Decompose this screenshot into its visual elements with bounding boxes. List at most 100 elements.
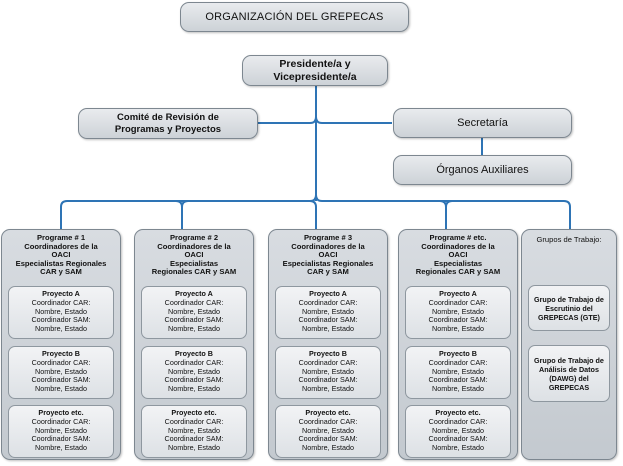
group-line: Grupo de Trabajo de xyxy=(534,294,604,304)
project-card: Proyecto etc.Coordinador CAR:Nombre, Est… xyxy=(8,405,114,458)
project-detail: Coordinador SAM: xyxy=(31,315,91,325)
project-detail: Nombre, Estado xyxy=(168,366,220,376)
project-detail: Coordinador SAM: xyxy=(164,434,224,444)
secretariat-label: Secretaría xyxy=(457,117,508,129)
project-detail: Coordinador SAM: xyxy=(298,315,358,325)
president-box: Presidente/a y Vicepresidente/a xyxy=(242,55,388,86)
project-detail: Nombre, Estado xyxy=(432,306,484,316)
project-detail: Nombre, Estado xyxy=(302,306,354,316)
project-detail: Nombre, Estado xyxy=(302,384,354,394)
project-detail: Coordinador CAR: xyxy=(298,416,358,426)
group-line: (DAWG) del xyxy=(549,373,589,383)
program-heading-line: Coordinadores de la xyxy=(421,241,495,251)
project-detail: Coordinador CAR: xyxy=(298,297,358,307)
program-heading-line: Especialistas xyxy=(433,258,483,268)
project-detail: Coordinador CAR: xyxy=(31,297,91,307)
project-title: Proyecto B xyxy=(309,349,347,358)
project-title: Proyecto A xyxy=(309,289,347,298)
program-heading-line: Coordinadores de la xyxy=(24,241,98,251)
project-title: Proyecto A xyxy=(175,289,213,298)
project-detail: Nombre, Estado xyxy=(432,384,484,394)
project-card: Proyecto etc.Coordinador CAR:Nombre, Est… xyxy=(275,405,381,458)
project-detail: Coordinador CAR: xyxy=(428,357,488,367)
program-heading-line: Programe # 1 xyxy=(36,233,86,242)
project-card: Proyecto etc.Coordinador CAR:Nombre, Est… xyxy=(141,405,247,458)
program-heading-line: CAR y SAM xyxy=(307,267,349,276)
secretariat-box: Secretaría xyxy=(393,108,572,138)
project-detail: Coordinador SAM: xyxy=(164,375,224,385)
working-groups-heading: Grupos de Trabajo: xyxy=(536,235,602,244)
project-detail: Nombre, Estado xyxy=(432,324,484,334)
working-group-dawg: Grupo de Trabajo de Análisis de Datos (D… xyxy=(528,345,610,402)
bus-left xyxy=(60,194,317,229)
page-title: ORGANIZACIÓN DEL GREPECAS xyxy=(205,11,384,23)
project-detail: Coordinador CAR: xyxy=(428,297,488,307)
project-detail: Nombre, Estado xyxy=(168,306,220,316)
project-title: Proyecto etc. xyxy=(305,408,351,417)
project-detail: Coordinador CAR: xyxy=(164,357,224,367)
program-heading-line: OACI xyxy=(184,250,204,259)
project-title: Proyecto B xyxy=(175,349,213,358)
program-heading-line: OACI xyxy=(51,250,71,259)
mid-branch-line xyxy=(257,116,392,125)
committee-line1: Comité de Revisión de xyxy=(117,112,219,124)
project-title: Proyecto etc. xyxy=(171,408,217,417)
project-detail: Nombre, Estado xyxy=(35,324,87,334)
project-card: Proyecto etc.Coordinador CAR:Nombre, Est… xyxy=(405,405,511,458)
drop-2 xyxy=(175,200,189,229)
group-line: GREPECAS (GTE) xyxy=(538,312,600,322)
project-detail: Nombre, Estado xyxy=(432,443,484,453)
project-detail: Coordinador SAM: xyxy=(31,375,91,385)
project-detail: Nombre, Estado xyxy=(302,443,354,453)
project-detail: Nombre, Estado xyxy=(432,366,484,376)
program-heading-line: Coordinadores de la xyxy=(157,241,231,251)
program-heading-line: OACI xyxy=(318,250,338,259)
project-detail: Coordinador CAR: xyxy=(428,416,488,426)
program-heading-line: Coordinadores de la xyxy=(291,241,365,251)
program-heading-line: Programe # 2 xyxy=(169,233,219,242)
project-detail: Nombre, Estado xyxy=(35,443,87,453)
project-detail: Coordinador CAR: xyxy=(31,416,91,426)
project-detail: Nombre, Estado xyxy=(35,306,87,316)
project-detail: Nombre, Estado xyxy=(35,384,87,394)
working-groups-column: Grupos de Trabajo: Grupo de Trabajo de E… xyxy=(521,229,617,460)
program-heading-line: Regionales CAR y SAM xyxy=(415,267,501,276)
project-title: Proyecto A xyxy=(42,289,80,298)
program-heading-line: OACI xyxy=(448,250,468,259)
working-group-gte: Grupo de Trabajo de Escrutinio del GREPE… xyxy=(528,285,610,331)
group-line: GREPECAS xyxy=(548,382,590,392)
project-detail: Coordinador SAM: xyxy=(164,315,224,325)
project-detail: Coordinador SAM: xyxy=(428,315,488,325)
project-detail: Nombre, Estado xyxy=(168,384,220,394)
program-heading-line: Especialistas Regionales xyxy=(282,258,374,268)
project-detail: Nombre, Estado xyxy=(168,443,220,453)
group-line: Escrutinio del xyxy=(545,303,593,313)
project-detail: Nombre, Estado xyxy=(302,425,354,435)
project-detail: Coordinador CAR: xyxy=(31,357,91,367)
committee-box: Comité de Revisión de Programas y Proyec… xyxy=(78,108,258,139)
program-heading-line: Programe # etc. xyxy=(429,233,487,242)
drop-3 xyxy=(309,200,317,229)
project-title: Proyecto B xyxy=(42,349,80,358)
project-detail: Coordinador SAM: xyxy=(31,434,91,444)
title-box: ORGANIZACIÓN DEL GREPECAS xyxy=(180,2,409,32)
project-title: Proyecto B xyxy=(439,349,477,358)
president-line2: Vicepresidente/a xyxy=(273,70,357,83)
project-detail: Coordinador CAR: xyxy=(298,357,358,367)
project-detail: Nombre, Estado xyxy=(35,366,87,376)
program-heading-line: Especialistas xyxy=(169,258,219,268)
program-heading-line: Regionales CAR y SAM xyxy=(151,267,237,276)
drop-4 xyxy=(439,200,453,229)
project-detail: Coordinador SAM: xyxy=(428,375,488,385)
project-detail: Nombre, Estado xyxy=(302,366,354,376)
